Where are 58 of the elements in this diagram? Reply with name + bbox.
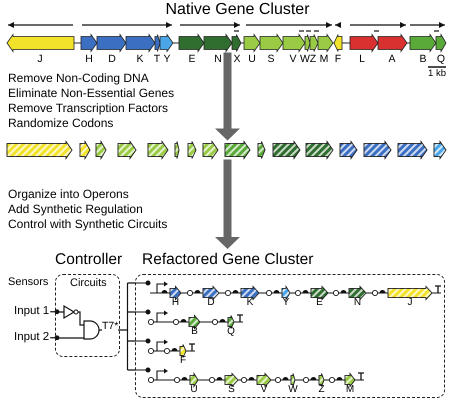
gene-label: Z xyxy=(318,385,325,395)
gene-label: Y xyxy=(282,298,290,308)
step-text: Eliminate Non-Essential Genes xyxy=(8,87,174,99)
gene-label: W xyxy=(288,385,298,395)
gene-label: J xyxy=(37,54,43,64)
step-text: Remove Non-Coding DNA xyxy=(8,72,149,84)
recoded-gene-cluster-drawing xyxy=(6,140,446,160)
column-heading: Sensors xyxy=(8,277,48,288)
gene-label: S xyxy=(228,385,235,395)
gene-label: E xyxy=(316,298,323,308)
gene-label: V xyxy=(260,385,268,395)
input-label: Input 2 xyxy=(14,332,50,344)
connector-line xyxy=(50,309,60,314)
group-title: Controller xyxy=(55,252,122,268)
gene-label: B xyxy=(420,54,426,64)
gene-label: A xyxy=(388,54,396,64)
group-subtitle: Circuits xyxy=(70,278,107,289)
gene-label: N xyxy=(354,298,362,308)
gene-label: U xyxy=(248,54,256,64)
gene-label: Q xyxy=(227,327,235,337)
step-text: Organize into Operons xyxy=(8,188,129,200)
gene-label: T xyxy=(154,54,160,64)
gene-label: Z xyxy=(310,54,316,64)
gene-label: H xyxy=(172,298,180,308)
process-arrow xyxy=(215,52,240,140)
step-text: Randomize Codons xyxy=(8,117,114,129)
gene-label: J xyxy=(408,298,412,308)
step-text: Remove Transcription Factors xyxy=(8,102,168,114)
gene-label: M xyxy=(346,385,354,395)
gene-label: E xyxy=(188,54,196,64)
gene-label: F xyxy=(180,356,186,366)
input-label: Input 1 xyxy=(14,306,50,318)
connector-line xyxy=(119,282,137,371)
scale-label: 1 kb xyxy=(428,69,446,78)
gene-label: N xyxy=(214,54,222,64)
gene-label: U xyxy=(190,385,198,395)
diagram-title: Native Gene Cluster xyxy=(164,2,311,18)
gene-label: V xyxy=(290,54,296,64)
gene-label: H xyxy=(85,54,93,64)
gene-cluster-drawing xyxy=(6,22,446,53)
gene-label: L xyxy=(359,54,365,64)
gene-label: D xyxy=(207,298,215,308)
process-arrow xyxy=(215,160,240,249)
gene-label: S xyxy=(268,54,274,64)
group-title: Refactored Gene Cluster xyxy=(142,252,314,268)
gene-label: Y xyxy=(164,54,170,64)
gene-label: K xyxy=(246,298,254,308)
gene-label: M xyxy=(320,54,328,64)
gene-label: B xyxy=(191,327,198,337)
edge-label: T7* xyxy=(102,321,118,332)
gene-label: F xyxy=(334,54,342,64)
connector-line xyxy=(50,335,60,340)
step-text: Add Synthetic Regulation xyxy=(8,203,143,215)
gene-label: X xyxy=(234,54,240,64)
gene-label: W xyxy=(300,54,310,64)
step-text: Control with Synthetic Circuits xyxy=(8,218,168,230)
gene-label: K xyxy=(136,54,144,64)
gene-label: D xyxy=(108,54,116,64)
